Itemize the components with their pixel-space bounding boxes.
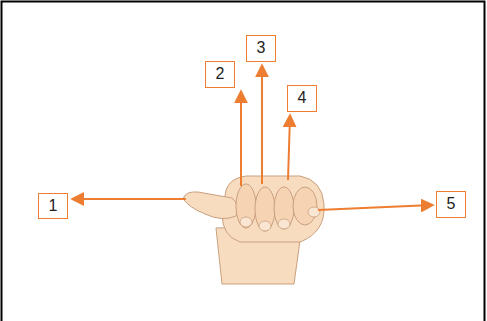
nail xyxy=(278,219,290,229)
callout-box: 2 xyxy=(205,61,235,88)
leader-arrow xyxy=(261,66,263,184)
callout-number: 4 xyxy=(298,89,307,107)
nail xyxy=(308,207,320,217)
little-finger xyxy=(293,187,317,225)
index-finger xyxy=(236,184,256,228)
callout-number: 3 xyxy=(257,39,266,57)
middle-finger xyxy=(255,187,275,231)
leader-arrow xyxy=(240,92,242,186)
fist xyxy=(222,176,324,242)
callout-box: 1 xyxy=(38,193,68,219)
callout-number: 5 xyxy=(447,195,456,213)
callout-number: 1 xyxy=(49,197,58,215)
thumb xyxy=(183,192,237,219)
callout-box: 4 xyxy=(287,85,317,112)
callout-number: 2 xyxy=(216,65,225,83)
leader-arrow xyxy=(288,116,290,180)
leader-arrow xyxy=(73,198,186,200)
nail xyxy=(259,221,271,231)
callout-box: 5 xyxy=(436,191,466,218)
ring-finger xyxy=(274,187,294,229)
callout-box: 3 xyxy=(246,35,276,62)
nail xyxy=(240,217,252,227)
leader-arrow xyxy=(318,205,432,210)
